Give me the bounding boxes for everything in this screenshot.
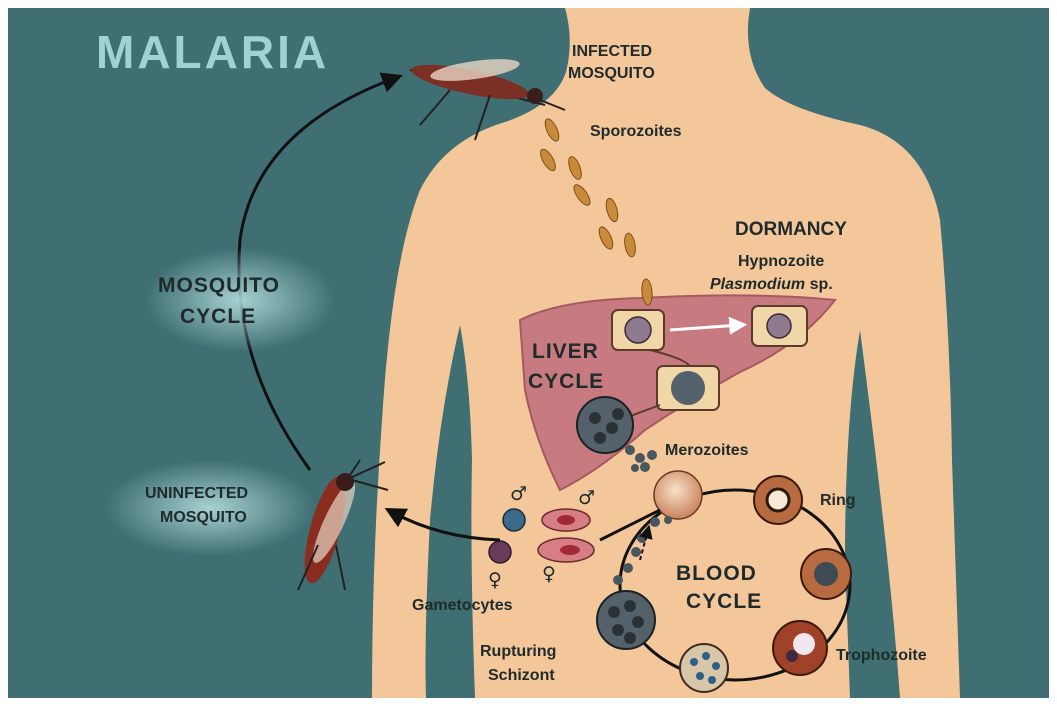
uninfected-mosquito-label-line1: UNINFECTED (145, 485, 248, 502)
hypnozoite-cell (752, 306, 807, 346)
ring-label: Ring (820, 492, 856, 509)
infected-mosquito-label-line2: MOSQUITO (568, 65, 655, 82)
sporozoites-label: Sporozoites (590, 123, 682, 140)
liver-cell-hepatocyte (612, 310, 664, 350)
rupturing-schizont-label-line1: Rupturing (480, 643, 556, 660)
uninfected-label-glow (105, 460, 315, 556)
blood-cycle-label-line2: CYCLE (686, 590, 762, 613)
ring-stage-cell (754, 476, 802, 524)
liver-cycle-label-line1: LIVER (532, 340, 599, 363)
uninfected-mosquito-label-line2: MOSQUITO (160, 509, 247, 526)
mosquito-cycle-glow (145, 248, 335, 352)
red-blood-cell (654, 471, 702, 519)
hypnozoite-label: Hypnozoite (738, 253, 824, 270)
plasmodium-species: sp. (805, 276, 833, 293)
plasmodium-label: Plasmodium sp. (710, 276, 833, 293)
page-title: MALARIA (96, 26, 329, 78)
male-symbol-right: ♂ (578, 487, 595, 509)
gametocytes-label: Gametocytes (412, 597, 513, 614)
rupturing-schizont-label-line2: Schizont (488, 667, 555, 684)
female-symbol-right: ♀ (542, 563, 556, 585)
trophozoite-cell (773, 621, 827, 675)
blood-schizont-cell (680, 644, 728, 692)
liver-cycle-label-line2: CYCLE (528, 370, 604, 393)
male-symbol-left: ♂ (510, 483, 527, 505)
plasmodium-italic: Plasmodium (710, 276, 805, 293)
mosquito-cycle-label-line2: CYCLE (180, 305, 256, 328)
trophozoite-developing-cell (801, 549, 851, 599)
rupturing-liver-schizont (577, 397, 633, 453)
blood-cycle-label-line1: BLOOD (676, 562, 757, 585)
trophozoite-label: Trophozoite (836, 647, 927, 664)
rupturing-schizont-cell (597, 591, 655, 649)
merozoites-label: Merozoites (665, 442, 749, 459)
mosquito-cycle-label-line1: MOSQUITO (158, 274, 280, 297)
female-symbol-left: ♀ (488, 569, 502, 591)
infected-mosquito-label-line1: INFECTED (572, 43, 652, 60)
dormancy-label: DORMANCY (735, 219, 847, 240)
liver-schizont-cell (657, 366, 719, 410)
